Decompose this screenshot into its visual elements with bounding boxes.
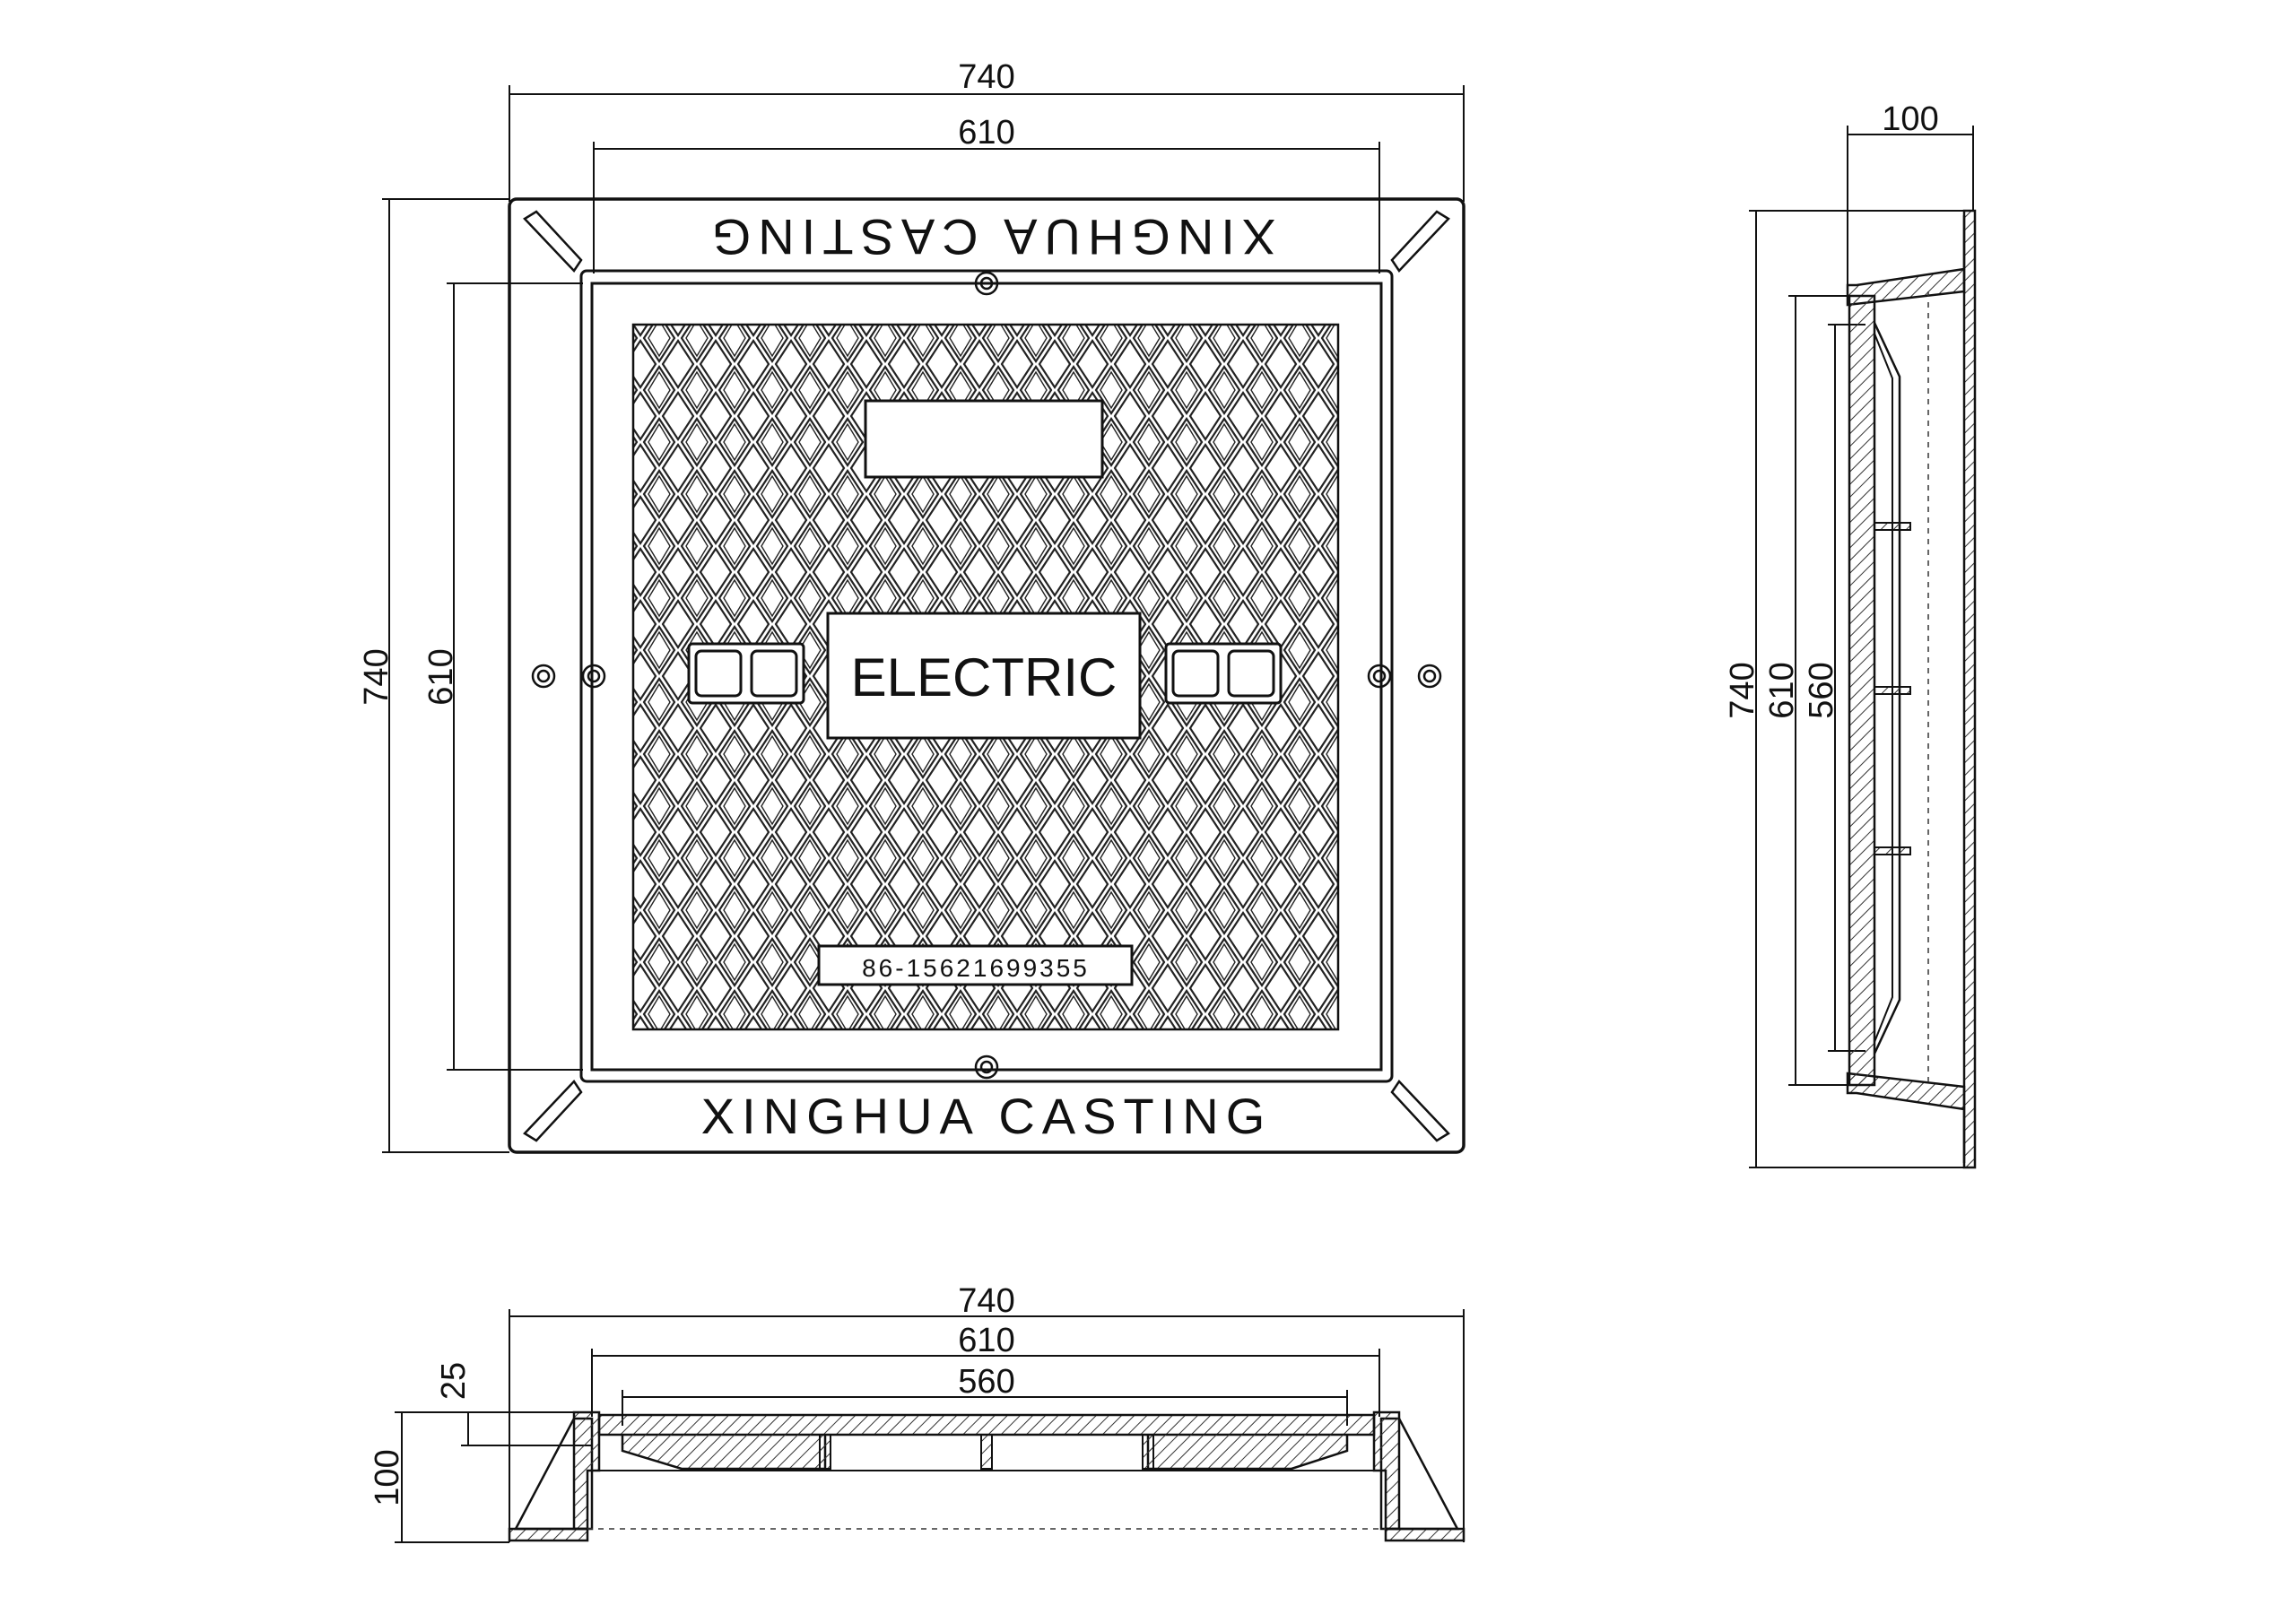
lift-pockets-right: [1164, 642, 1283, 705]
section-frame-profile: [508, 1410, 1465, 1542]
plan-dim-inner-width: 610: [593, 114, 1380, 273]
phone-label: 86-15621699355: [862, 954, 1090, 982]
plan-dim-610-height-label: 610: [422, 648, 460, 705]
side-dim-100-label: 100: [1882, 100, 1938, 138]
section-dim-25-label: 25: [435, 1362, 473, 1400]
plan-view: 740 610 740 610: [358, 58, 1465, 1154]
section-dim-610-label: 610: [958, 1322, 1014, 1359]
top-brand-text: XINGHUA CASTING: [705, 209, 1276, 265]
outer-frame: [508, 197, 1465, 1154]
phone-label-plate: [817, 944, 1134, 986]
side-dim-610-label: 610: [1763, 662, 1801, 718]
side-dim-560-label: 560: [1803, 662, 1840, 718]
section-dim-100-label: 100: [369, 1449, 406, 1506]
section-dim-740-label: 740: [958, 1282, 1014, 1320]
section-dim-cover: 560: [622, 1363, 1348, 1426]
cover-plate: [590, 282, 1383, 1072]
side-dim-740-label: 740: [1724, 662, 1761, 718]
side-frame-profile: [1846, 209, 1977, 1169]
plan-dim-overall-height: 740: [358, 198, 509, 1153]
bottom-brand-text: XINGHUA CASTING: [701, 1088, 1273, 1144]
section-dim-height: 100: [369, 1411, 574, 1543]
electric-label-plate: [826, 612, 1142, 740]
plan-dim-740-width-label: 740: [958, 58, 1014, 96]
corner-braces: [523, 210, 1450, 1142]
plan-dim-610-width-label: 610: [958, 114, 1014, 152]
electric-label: ELECTRIC: [851, 647, 1118, 707]
section-dim-cover-thickness: 25: [435, 1362, 592, 1446]
section-dim-frame: 610: [591, 1322, 1380, 1417]
side-dim-cover: 560: [1803, 324, 1866, 1052]
section-dim-overall: 740: [509, 1282, 1465, 1542]
plan-dim-740-height-label: 740: [358, 648, 396, 705]
side-view: 100 740 610 560: [1724, 100, 1977, 1169]
section-dim-560-label: 560: [958, 1363, 1014, 1401]
lift-pockets-left: [687, 642, 805, 705]
blank-name-plate: [864, 399, 1104, 479]
section-view: 740 610 560 25 100: [369, 1282, 1465, 1543]
inner-frame: [579, 269, 1394, 1083]
plan-dim-overall-width: 740: [509, 58, 1465, 202]
bolt-holes: [531, 271, 1442, 1080]
side-dim-frame: 610: [1763, 295, 1857, 1086]
side-dim-overall: 740: [1724, 210, 1973, 1168]
plan-dim-inner-height: 610: [422, 282, 583, 1071]
side-dim-depth: 100: [1847, 100, 1974, 287]
